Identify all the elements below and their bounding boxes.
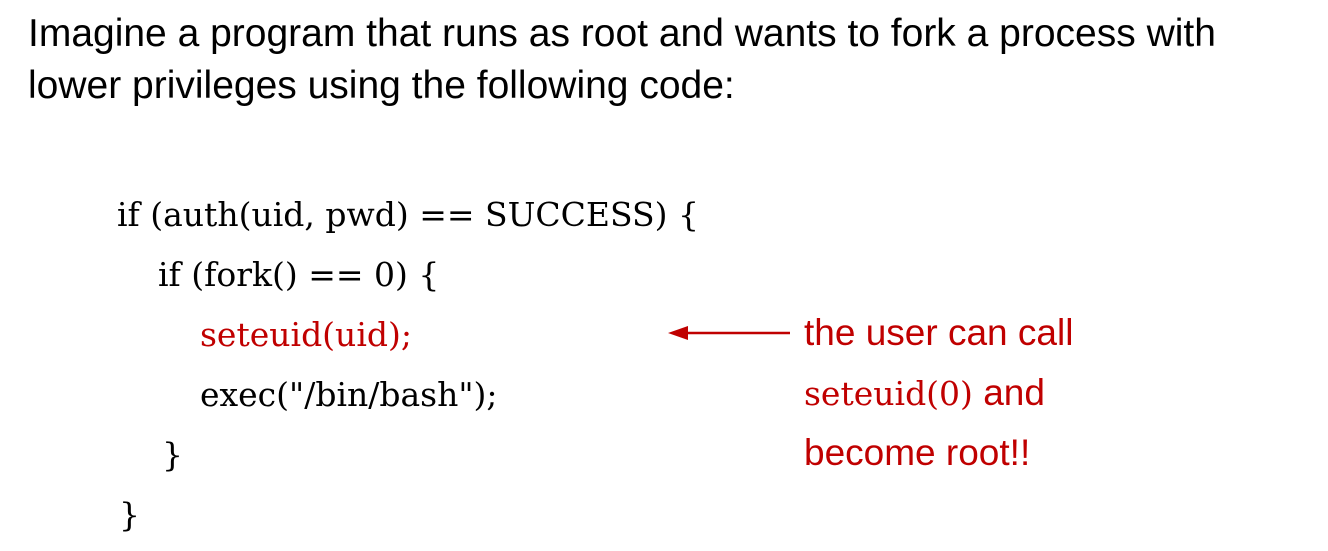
annotation-line-3: become root!! xyxy=(804,432,1031,473)
intro-line-1: Imagine a program that runs as root and … xyxy=(28,12,1216,55)
annotation-code: seteuid(0) xyxy=(804,374,973,413)
annotation-line-2-text: and xyxy=(972,372,1045,413)
annotation-line-1: the user can call xyxy=(804,312,1074,353)
code-line-exec: exec("/bin/bash"); xyxy=(200,375,498,414)
intro-line-2: lower privileges using the following cod… xyxy=(28,64,735,107)
code-line-outer-close-brace: } xyxy=(119,495,140,534)
code-line-inner-close-brace: } xyxy=(162,435,183,474)
intro-paragraph: Imagine a program that runs as root and … xyxy=(28,8,1318,112)
code-line-seteuid: seteuid(uid); xyxy=(200,315,412,354)
left-arrow-icon xyxy=(668,326,790,340)
annotation-line-2: seteuid(0) and xyxy=(804,373,1045,414)
code-line-if-auth: if (auth(uid, pwd) == SUCCESS) { xyxy=(117,195,700,234)
code-line-if-fork: if (fork() == 0) { xyxy=(158,255,440,294)
